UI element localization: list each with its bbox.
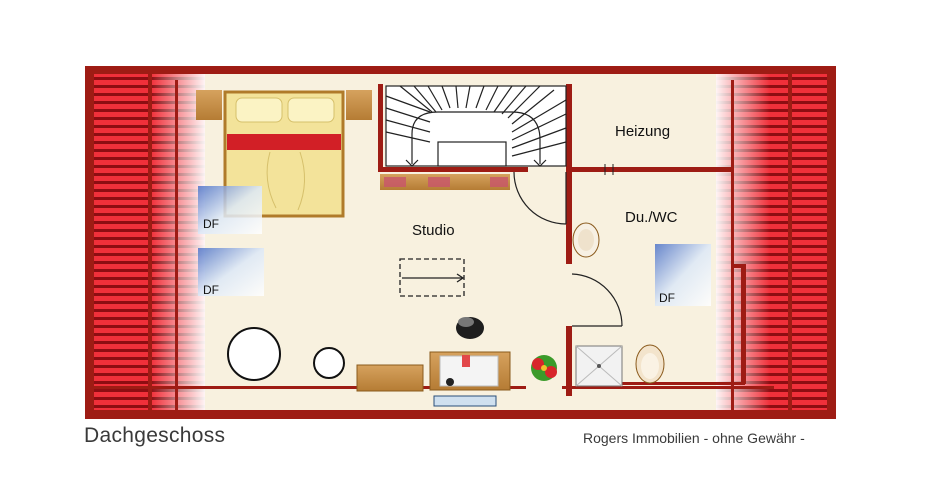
plant-icon (526, 350, 562, 390)
room-label-duwc: Du./WC (625, 209, 678, 226)
bath-door-swing (571, 273, 623, 327)
low-shelf (356, 364, 424, 392)
sink (572, 222, 600, 258)
skylight-1: DF (198, 186, 262, 234)
room-label-studio: Studio (412, 222, 455, 239)
window-bottom (433, 395, 497, 407)
skylight-label: DF (203, 283, 219, 297)
staircase (385, 85, 567, 167)
skylight-label: DF (203, 217, 219, 231)
office-chair[interactable] (456, 317, 484, 339)
roof-slope-right (716, 66, 836, 419)
roof-slope-left (85, 66, 205, 419)
toilet (635, 344, 665, 384)
desk[interactable] (429, 351, 511, 391)
folding-table (399, 258, 465, 297)
skylight-2: DF (198, 248, 264, 297)
room-label-heizung: Heizung (615, 123, 670, 140)
round-table-large[interactable] (227, 327, 281, 381)
skylight-label: DF (659, 291, 675, 305)
interior-walls (378, 84, 746, 396)
stair-door-swing (513, 171, 567, 225)
skylight-3: DF (655, 244, 711, 306)
radiator-shelf (380, 174, 510, 190)
shower-tray (575, 345, 623, 387)
agency-disclaimer: Rogers Immobilien - ohne Gewähr - (583, 430, 805, 446)
round-table-small[interactable] (313, 347, 345, 379)
floor-title: Dachgeschoss (84, 424, 226, 447)
